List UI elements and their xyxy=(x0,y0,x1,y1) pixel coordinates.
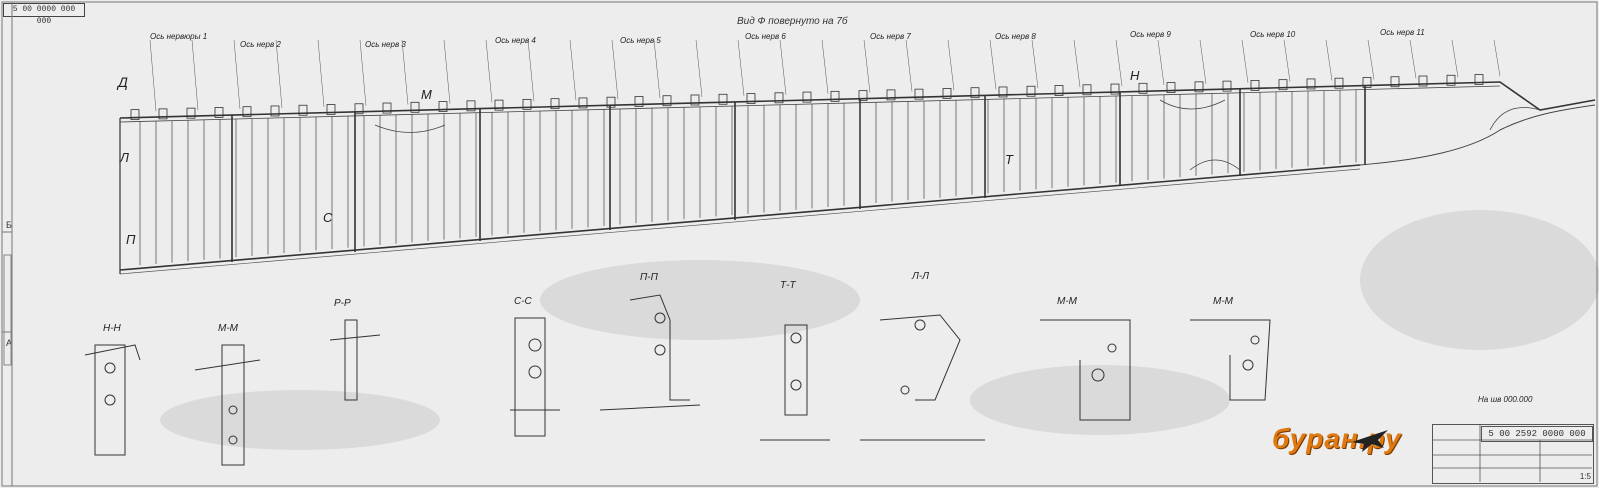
axis-label: Ось нерв 6 xyxy=(745,32,786,41)
axis-label: Ось нерв 7 xyxy=(870,32,911,41)
axis-label: Ось нерв 9 xyxy=(1130,30,1171,39)
zone-marker-a: А xyxy=(6,338,13,348)
view-marker-m: М xyxy=(421,87,432,102)
view-marker-d: Д xyxy=(118,74,128,90)
axis-label: Ось нерв 3 xyxy=(365,40,406,49)
shuttle-logo-icon xyxy=(1352,430,1388,452)
section-title-ss: С-С xyxy=(514,296,532,307)
view-title: Вид Ф повернуто на 7б xyxy=(737,16,848,27)
section-title-mm-3: М-М xyxy=(1213,296,1233,307)
axis-label: Ось нерв 10 xyxy=(1250,30,1296,39)
section-title-ll: Л-Л xyxy=(912,271,930,282)
section-title-mm-2: М-М xyxy=(1057,296,1077,307)
axis-label: Ось нерв 5 xyxy=(620,36,661,45)
title-block: 5 00 2592 0000 000 1:5 xyxy=(1432,424,1594,484)
view-marker-t: Т xyxy=(1005,152,1013,167)
sheet-scale: 1:5 xyxy=(1579,472,1591,481)
section-title-nn: Н-Н xyxy=(103,323,121,334)
view-marker-p: П xyxy=(126,232,136,247)
view-marker-l: Л xyxy=(120,150,129,165)
view-marker-s: С xyxy=(323,210,333,225)
axis-label: Ось нерв 11 xyxy=(1380,28,1425,37)
drawing-stamp: 5 00 0000 000 000 xyxy=(3,3,85,26)
section-title-tt: Т-Т xyxy=(780,280,796,291)
zone-marker-b: Б xyxy=(6,220,12,230)
view-marker-n: Н xyxy=(1130,68,1140,83)
axis-label: Ось нерв 8 xyxy=(995,32,1036,41)
section-title-pp: П-П xyxy=(640,272,658,283)
axis-label: Ось нерв 4 xyxy=(495,36,536,45)
drawing-note: На шв 000.000 xyxy=(1478,395,1533,404)
section-title-mm: М-М xyxy=(218,323,238,334)
section-title-rr: Р-Р xyxy=(334,298,351,309)
axis-label: Ось нерв 2 xyxy=(240,40,281,49)
drawing-number: 5 00 2592 0000 000 xyxy=(1481,426,1593,442)
axis-label: Ось нервюры 1 xyxy=(150,32,208,41)
